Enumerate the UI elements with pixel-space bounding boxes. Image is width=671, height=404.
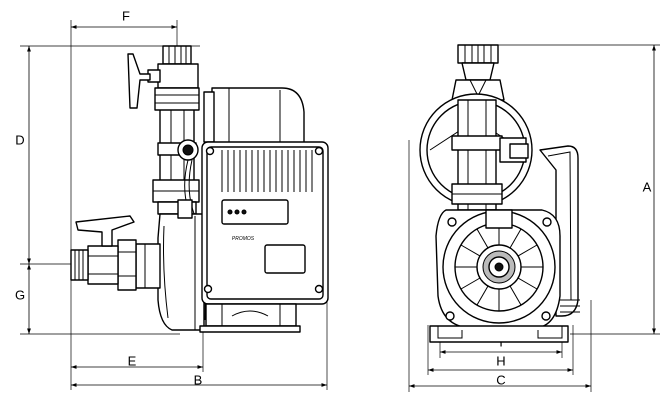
dimension-label-a: A [643, 179, 652, 194]
dimension-label-c: C [496, 372, 505, 387]
dimension-label-b: B [194, 372, 203, 387]
brand-label: PROMOS [232, 236, 255, 242]
dimension-label-f: F [122, 8, 130, 23]
pump-front-view [419, 44, 580, 343]
dimension-label-d: D [15, 132, 24, 147]
pump-side-view: PROMOS [70, 45, 329, 333]
side-view-dimensions [20, 20, 328, 390]
dimension-label-g: G [15, 287, 25, 302]
dimension-label-e: E [128, 353, 137, 368]
front-view-dimensions [408, 44, 660, 392]
controller-vent-fins [221, 150, 313, 192]
dimension-label-h: H [496, 353, 505, 368]
